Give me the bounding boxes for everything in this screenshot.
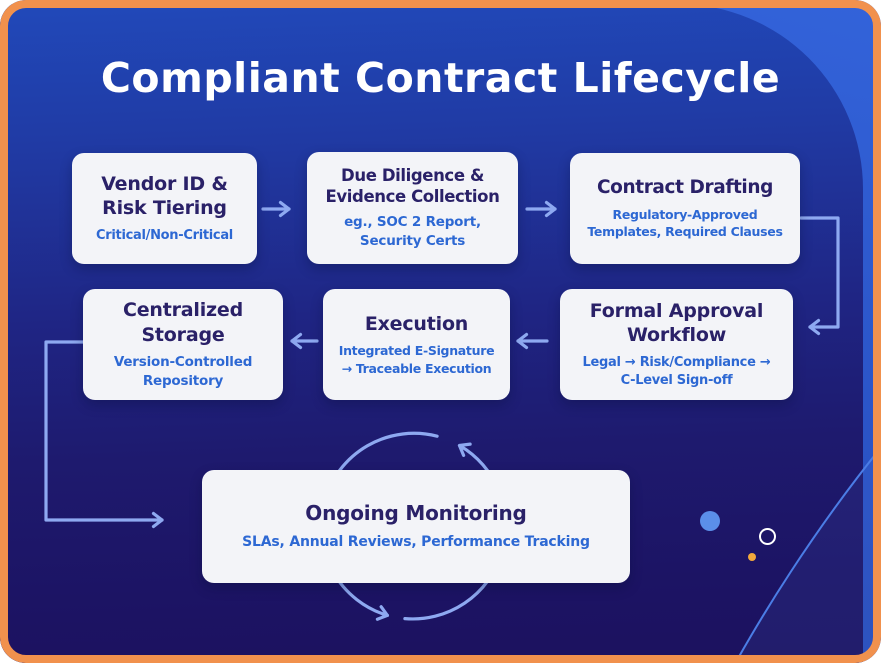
- step-subtext: Legal → Risk/Compliance → C-Level Sign-o…: [582, 354, 771, 388]
- step-subtext: Version-Controlled Repository: [113, 353, 253, 389]
- step-subtext: Regulatory-Approved Templates, Required …: [587, 206, 783, 240]
- step-heading: Contract Drafting: [597, 177, 773, 199]
- step-heading: Centralized Storage: [122, 299, 243, 346]
- page-title: Compliant Contract Lifecycle: [100, 54, 781, 102]
- step-ongoing-monitoring: Ongoing Monitoring SLAs, Annual Reviews,…: [202, 470, 630, 583]
- decor-dot-blue: [700, 511, 720, 531]
- step-subtext: eg., SOC 2 Report, Security Certs: [344, 214, 481, 250]
- decor-dot-ring: [759, 528, 776, 545]
- step-execution: Execution Integrated E-Signature → Trace…: [323, 289, 510, 400]
- step-heading: Formal Approval Workflow: [589, 300, 764, 347]
- decor-dot-yellow: [748, 553, 756, 561]
- step-heading: Vendor ID & Risk Tiering: [101, 173, 228, 220]
- step-heading: Due Diligence & Evidence Collection: [325, 166, 500, 207]
- step-due-diligence-evidence-collection: Due Diligence & Evidence Collection eg.,…: [307, 152, 518, 264]
- step-formal-approval-workflow: Formal Approval Workflow Legal → Risk/Co…: [560, 289, 793, 400]
- step-subtext: Critical/Non-Critical: [96, 227, 233, 243]
- step-vendor-id-risk-tiering: Vendor ID & Risk Tiering Critical/Non-Cr…: [72, 153, 257, 264]
- step-contract-drafting: Contract Drafting Regulatory-Approved Te…: [570, 153, 800, 264]
- step-centralized-storage: Centralized Storage Version-Controlled R…: [83, 289, 283, 400]
- step-subtext: SLAs, Annual Reviews, Performance Tracki…: [242, 533, 590, 550]
- step-heading: Execution: [364, 312, 469, 335]
- step-heading: Ongoing Monitoring: [305, 500, 527, 525]
- step-subtext: Integrated E-Signature → Traceable Execu…: [338, 343, 495, 376]
